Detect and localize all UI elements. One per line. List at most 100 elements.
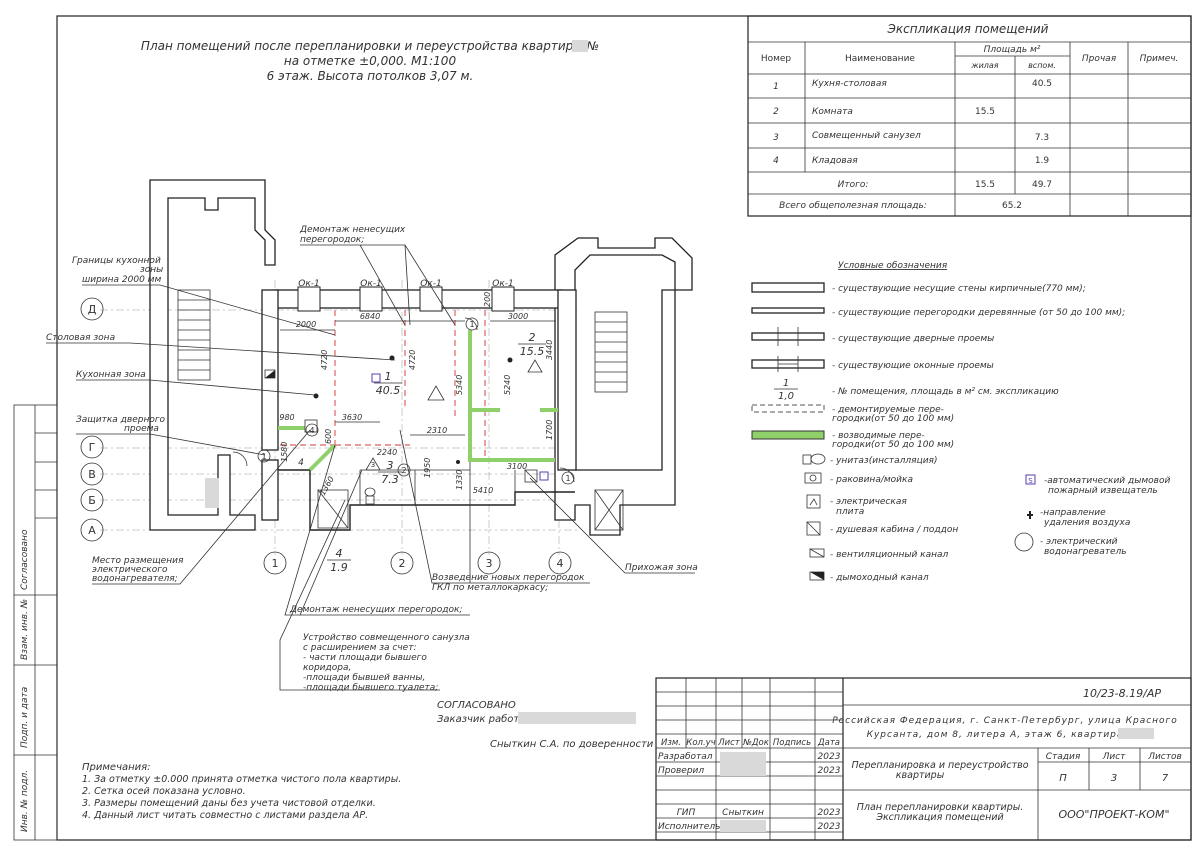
- role-date: 2023: [818, 752, 841, 762]
- warning-triangle-icon: [427, 385, 445, 401]
- stamp-sign-date: Подп. и дата: [20, 687, 30, 748]
- legend-item: - электрическая: [830, 497, 907, 507]
- legend-item: - дымоходный канал: [830, 573, 929, 583]
- header-number: Номер: [761, 54, 792, 64]
- smoke-detector-icon: [539, 471, 549, 481]
- legend-swatch-wall: [751, 282, 825, 293]
- stove-icon: [806, 494, 821, 509]
- shower-icon: [806, 521, 821, 536]
- dim-label: 5340: [455, 375, 464, 395]
- dim-label: 1330: [455, 470, 464, 490]
- warning-triangle-icon: [365, 457, 381, 471]
- sheets-value: 7: [1162, 773, 1169, 784]
- useful-value: 65.2: [1002, 201, 1022, 211]
- left-stairs: [177, 289, 211, 381]
- header-living: жилая: [970, 61, 998, 70]
- stamp-inv: Инв. № подл.: [20, 770, 30, 832]
- marker-label: 1: [261, 452, 266, 461]
- legend-swatch-window: [751, 356, 825, 372]
- stamp-replace: Взам. инв. №: [20, 599, 30, 660]
- plan-symbols: [365, 359, 549, 481]
- legend-item: -направление: [1040, 508, 1106, 518]
- sheet-value: 3: [1111, 773, 1117, 784]
- detector-glyph: S: [1028, 477, 1033, 485]
- callout-text: Столовая зона: [46, 333, 115, 343]
- address-line1: Российская Федерация, г. Санкт-Петербург…: [832, 716, 1178, 726]
- legend-item: городки(от 50 до 100 мм): [832, 440, 954, 450]
- callout-text: Место размещения: [92, 556, 184, 566]
- row-name: Совмещенный санузел: [812, 131, 921, 141]
- role-name: Сныткин: [722, 808, 764, 818]
- marker-label: 4: [309, 426, 314, 435]
- dim-label: 5410: [473, 486, 493, 495]
- axis-label: 3: [486, 557, 493, 570]
- title-line1: План помещений после перепланировки и пе…: [141, 39, 599, 53]
- approval-agreed: СОГЛАСОВАНО: [437, 700, 516, 711]
- header-other: Прочая: [1082, 54, 1117, 64]
- project-title-2: квартиры: [896, 770, 945, 781]
- marker-label: 3: [371, 461, 375, 469]
- dim-label: 980: [279, 413, 294, 422]
- stage-label: Стадия: [1046, 752, 1081, 762]
- row-aux: 7.3: [1035, 133, 1049, 143]
- notes: Примечания: 1. За отметку ±0.000 принята…: [82, 762, 401, 821]
- callout-text: с расширением за счет:: [303, 643, 416, 653]
- axis-label: Г: [89, 441, 96, 454]
- redacted-customer: [518, 712, 636, 724]
- redacted-name: [720, 820, 766, 832]
- legend-item: - электрический: [1040, 537, 1118, 547]
- marker-label: 4: [298, 458, 304, 468]
- floor-plan: 1 40.5 2 15.5 3 7.3 4 1.9 1 4: [46, 179, 698, 693]
- legend-item: - существующие перегородки деревянные (о…: [832, 308, 1125, 318]
- row-num: 3: [773, 133, 779, 143]
- window-label: Ок-1: [492, 279, 514, 289]
- axis-label: 2: [399, 557, 406, 570]
- callout-text: Границы кухонной: [72, 256, 161, 266]
- total-living: 15.5: [975, 180, 995, 190]
- role-date: 2023: [818, 808, 841, 818]
- row-aux: 1.9: [1035, 156, 1050, 166]
- callout-text: ширина 2000 мм: [82, 275, 161, 285]
- right-stair-block: [554, 237, 693, 536]
- legend-item: - существующие несущие стены кирпичные(7…: [832, 284, 1086, 294]
- dim-label: 1700: [545, 420, 554, 440]
- legend-item: - № помещения, площадь в м² см. эксплика…: [832, 387, 1059, 397]
- callout-text: Демонтаж ненесущих: [299, 225, 406, 235]
- room-3-num: 3: [387, 459, 394, 472]
- left-stair-block: [149, 179, 276, 531]
- row-num: 2: [773, 107, 779, 117]
- legend-item: - унитаз(инсталляция): [830, 456, 937, 466]
- room-2-area: 15.5: [520, 345, 545, 358]
- dim-label: 4720: [320, 350, 329, 370]
- note-item: 3. Размеры помещений даны без учета чист…: [82, 798, 376, 809]
- legend-item: -автоматический дымовой: [1044, 476, 1170, 486]
- role-date: 2023: [818, 822, 841, 832]
- row-aux: 40.5: [1032, 79, 1052, 89]
- legend-sample-area: 1,0: [778, 391, 794, 402]
- axis-label: А: [88, 524, 96, 537]
- dim-label: 200: [483, 292, 492, 307]
- dim-label: 3440: [545, 340, 554, 360]
- approval-signer: Сныткин С.А. по доверенности: [490, 739, 654, 750]
- legend-title: Условные обозначения: [838, 261, 948, 271]
- legend-item: - душевая кабина / поддон: [830, 525, 958, 535]
- room-2-num: 2: [529, 331, 536, 344]
- row-num: 4: [773, 156, 779, 166]
- callout-text: водонагревателя;: [92, 574, 178, 584]
- warning-triangle-icon: [527, 359, 543, 373]
- dim-label: 6840: [360, 312, 380, 321]
- room-4-area: 1.9: [330, 561, 348, 574]
- callout-text: перегородок;: [300, 235, 364, 245]
- legend-swatch-door: [751, 327, 825, 346]
- axis-bubbles: Д Г В Б А 1 2 3 4: [80, 297, 572, 575]
- smoke-detector-icon: [371, 373, 381, 383]
- callout-text: проема: [124, 424, 159, 434]
- door-markers: 1 4 2 1 1 3 4: [257, 317, 575, 485]
- dim-label: 3100: [507, 462, 527, 471]
- col-header: Дата: [817, 738, 840, 748]
- callout-text: -площади бывшей ванны,: [303, 673, 425, 683]
- legend-item: - раковина/мойка: [830, 475, 913, 485]
- note-item: 2. Сетка осей показана условно.: [82, 786, 246, 797]
